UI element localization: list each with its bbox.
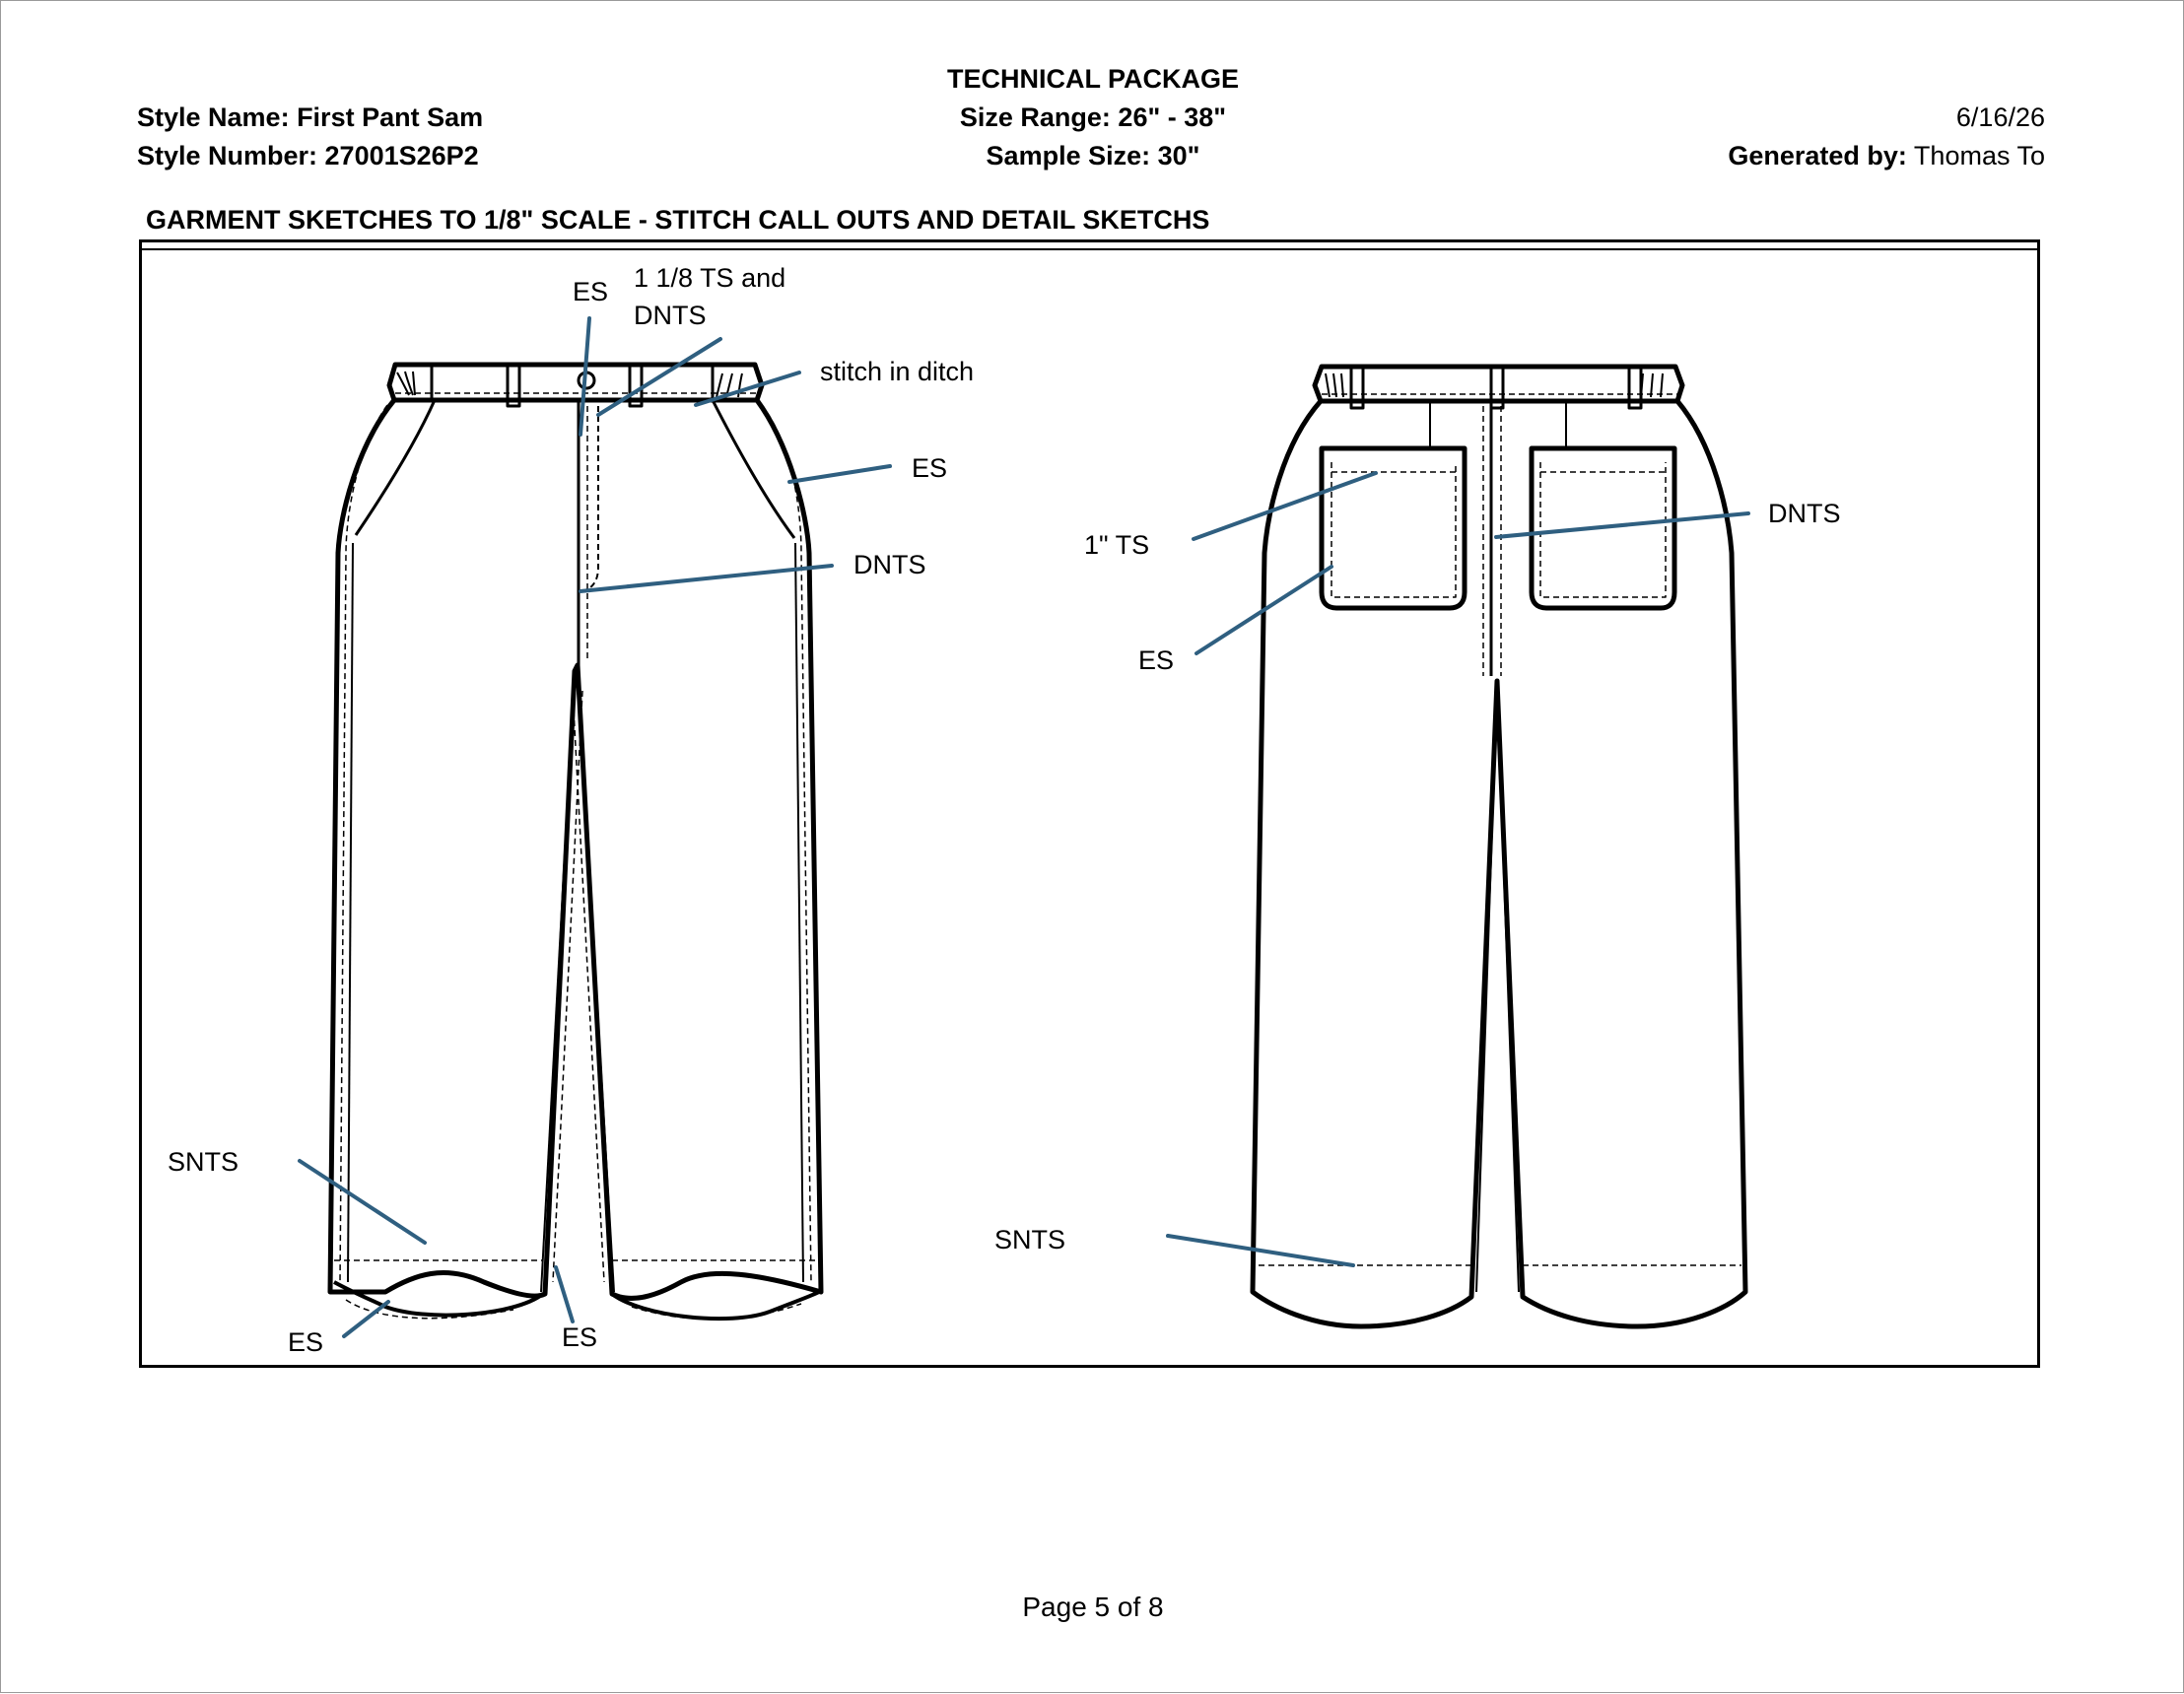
callout-back-es: ES <box>1138 645 1175 675</box>
callout-front-dnts: DNTS <box>853 550 926 579</box>
callout-front-snts: SNTS <box>168 1147 239 1177</box>
callout-front-ts-dnts-line2: DNTS <box>634 301 707 330</box>
back-pant-sketch <box>1250 364 1748 1329</box>
section-title: GARMENT SKETCHES TO 1/8" SCALE - STITCH … <box>146 205 1210 235</box>
style-name: Style Name: First Pant Sam <box>137 102 484 132</box>
generated-by-value: Thomas To <box>1906 141 2045 170</box>
callout-front-ts-dnts-line1: 1 1/8 TS and <box>634 263 786 293</box>
callout-back-dnts: DNTS <box>1768 499 1841 528</box>
front-pant-sketch <box>327 362 824 1321</box>
callout-back-snts: SNTS <box>994 1225 1066 1254</box>
callout-front-es-hem-right: ES <box>562 1322 598 1352</box>
document-date: 6/16/26 <box>1955 102 2045 132</box>
sketch-frame <box>139 239 2040 1368</box>
callout-front-stitch-in-ditch: stitch in ditch <box>820 357 975 386</box>
document-title: TECHNICAL PACKAGE <box>946 64 1239 94</box>
callout-front-es-top: ES <box>573 277 609 306</box>
generated-by-label: Generated by: <box>1728 141 1907 170</box>
sample-size: Sample Size: 30" <box>986 141 1200 170</box>
size-range: Size Range: 26" - 38" <box>959 102 1227 132</box>
callout-lines <box>298 316 1750 1338</box>
page-number: Page 5 of 8 <box>1022 1592 1164 1622</box>
callout-back-1in-ts: 1" TS <box>1084 530 1150 560</box>
callout-front-es-hem-left: ES <box>288 1327 324 1357</box>
callout-front-es-side: ES <box>912 453 948 483</box>
style-number: Style Number: 27001S26P2 <box>137 141 479 170</box>
generated-by: Generated by: Thomas To <box>1728 137 2045 174</box>
